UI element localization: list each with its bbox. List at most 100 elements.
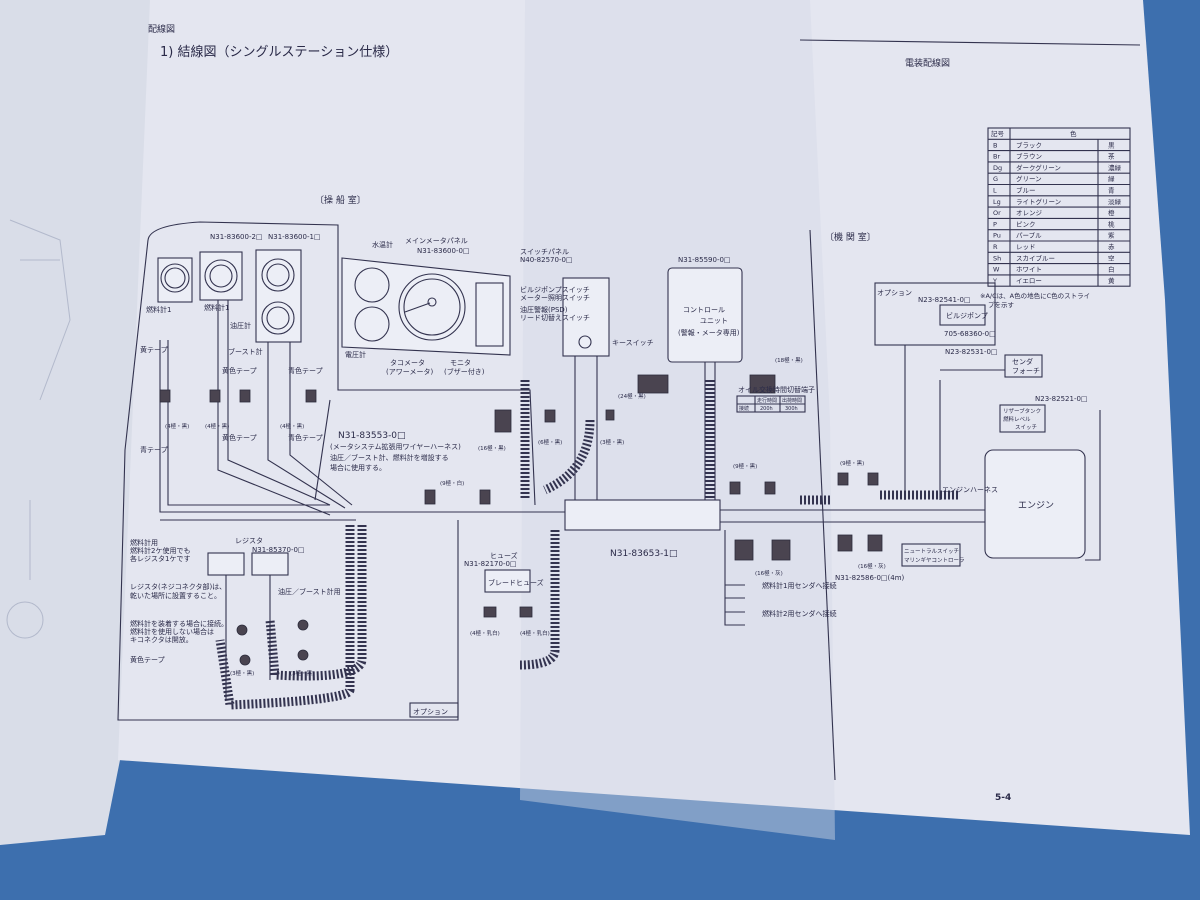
label-fuel-gauge: 燃料計1 xyxy=(146,305,171,314)
corrugated-tubes xyxy=(215,380,960,710)
color-name: ダークグリーン xyxy=(1016,163,1061,172)
color-code: W xyxy=(993,266,1000,274)
label-yellow-tape: 黄色テープ xyxy=(222,366,257,375)
svg-text:300h: 300h xyxy=(785,406,798,412)
control-unit xyxy=(667,267,743,363)
fuse-part: N31-82170-0□ xyxy=(464,560,517,568)
resistor-part: N31-85370-0□ xyxy=(252,546,305,554)
resistor-tape: 黄色テープ xyxy=(130,655,165,664)
header-right-title: 電装配線図 xyxy=(905,57,950,69)
sender-label: フォーチ xyxy=(1012,367,1040,375)
connector-label: (4極・黒) xyxy=(165,422,189,430)
label-tape-left: 黄テープ xyxy=(140,345,168,354)
page-shadow-fold xyxy=(520,0,835,840)
gauge-fuel xyxy=(157,257,193,303)
oil-change-title: オイル交換時間切替端子 xyxy=(738,385,815,394)
page-number: 5-4 xyxy=(995,793,1011,803)
reserve-switch-box xyxy=(999,404,1046,433)
color-kanji: 淡緑 xyxy=(1108,197,1122,206)
fuse-box xyxy=(484,569,531,593)
color-kanji: 紫 xyxy=(1108,232,1115,240)
engine-box xyxy=(984,449,1086,559)
resistor-oil-boost xyxy=(251,552,289,576)
svg-text:200h: 200h xyxy=(760,406,773,412)
label-tacho: タコメータ xyxy=(390,358,425,367)
switch-panel-title: スイッチパネル xyxy=(520,248,569,256)
resistor-fuel-note: 燃料計用 xyxy=(130,538,158,547)
connector-label: (4極・乳白) xyxy=(470,629,500,637)
svg-text:接続: 接続 xyxy=(739,405,749,412)
color-kanji: 緑 xyxy=(1108,174,1115,183)
color-code: Y xyxy=(992,277,997,285)
switch-item: 油圧警報(PSD) xyxy=(520,305,568,314)
connector-label: (9極・白) xyxy=(440,479,464,487)
connector-label: (3極・黒) xyxy=(230,669,254,677)
color-kanji: 赤 xyxy=(1108,243,1115,251)
gauge-fuel-2 xyxy=(199,251,243,301)
part-gauge-1: N31-83600-1□ xyxy=(268,233,321,241)
sender-wires xyxy=(724,530,745,626)
resistor-wires xyxy=(225,575,271,700)
reserve-part: N23-82521-0□ xyxy=(1035,395,1088,403)
connector-label: (4極・黒) xyxy=(280,422,304,430)
label-tape-left-2: 青テープ xyxy=(140,445,168,454)
resistor-connect-note: 燃料計を装着する場合に接続。 xyxy=(130,619,228,628)
color-name: ピンク xyxy=(1016,220,1036,228)
connector-label: (3極・黒) xyxy=(600,438,624,446)
engine-option-box xyxy=(874,282,996,346)
connector-label: (9極・黒) xyxy=(733,462,757,470)
document-page xyxy=(118,0,1190,835)
bilge-part: N23-82541-0□ xyxy=(918,296,971,304)
sender-2: 燃料計2用センダへ接続 xyxy=(762,609,836,618)
color-name: イエロー xyxy=(1016,277,1042,285)
color-name: グリーン xyxy=(1016,174,1042,183)
engine-harness-part: N31-82586-0□(4m) xyxy=(835,574,905,582)
color-name: ブルー xyxy=(1016,186,1036,195)
resistor-label: レジスタ xyxy=(235,536,263,545)
switch-item: リード切替えスイッチ xyxy=(520,313,590,322)
connector-icons xyxy=(159,374,883,666)
resistor-fuel xyxy=(207,552,245,576)
neutral-switch-box xyxy=(901,543,961,567)
sender-part: N23-82531-0□ xyxy=(945,348,998,356)
reserve-label: スイッチ xyxy=(1015,424,1037,431)
option-label: オプション xyxy=(413,708,448,716)
option-boundary xyxy=(117,449,459,721)
color-name: スカイブルー xyxy=(1016,253,1055,262)
label-buzzer: (ブザー付き) xyxy=(444,367,485,376)
resistor-oil-boost-label: 油圧／ブースト計用 xyxy=(278,587,341,596)
key-switch-label: キースイッチ xyxy=(612,339,654,347)
sender-box xyxy=(1004,354,1043,378)
switch-item: メーター照明スイッチ xyxy=(520,293,590,302)
resistor-connect-note: 燃料計を使用しない場合は xyxy=(130,627,214,636)
reserve-label: 燃料レベル xyxy=(1003,415,1031,423)
bilge-pump: ビルジポンプ xyxy=(946,311,988,320)
color-code: B xyxy=(993,141,997,149)
label-blue-tape: 青色テープ xyxy=(288,366,323,375)
bilge-sub-part: 705-68360-0□ xyxy=(944,330,996,338)
fuse-inner: ブレードヒューズ xyxy=(488,578,544,587)
engine-room-area-label: 〔機 関 室〕 xyxy=(825,231,876,243)
color-kanji: 白 xyxy=(1108,265,1115,274)
color-code: Dg xyxy=(993,164,1002,172)
corrugated-harness xyxy=(564,499,721,531)
bridge-boundary xyxy=(147,221,536,506)
color-code: R xyxy=(993,243,998,251)
section-title: 配線図 xyxy=(148,23,175,35)
switch-panel-part: N40-82570-0□ xyxy=(520,256,573,264)
extension-part: N31-83553-0□ xyxy=(338,431,406,441)
neutral-label: ニュートラルスイッチ xyxy=(904,548,959,555)
resistor-fuel-note: 燃料計2ケ使用でも xyxy=(130,546,190,555)
color-kanji: 黒 xyxy=(1108,141,1115,149)
main-meter-panel xyxy=(341,257,511,356)
svg-text:走行時間: 走行時間 xyxy=(757,397,777,404)
